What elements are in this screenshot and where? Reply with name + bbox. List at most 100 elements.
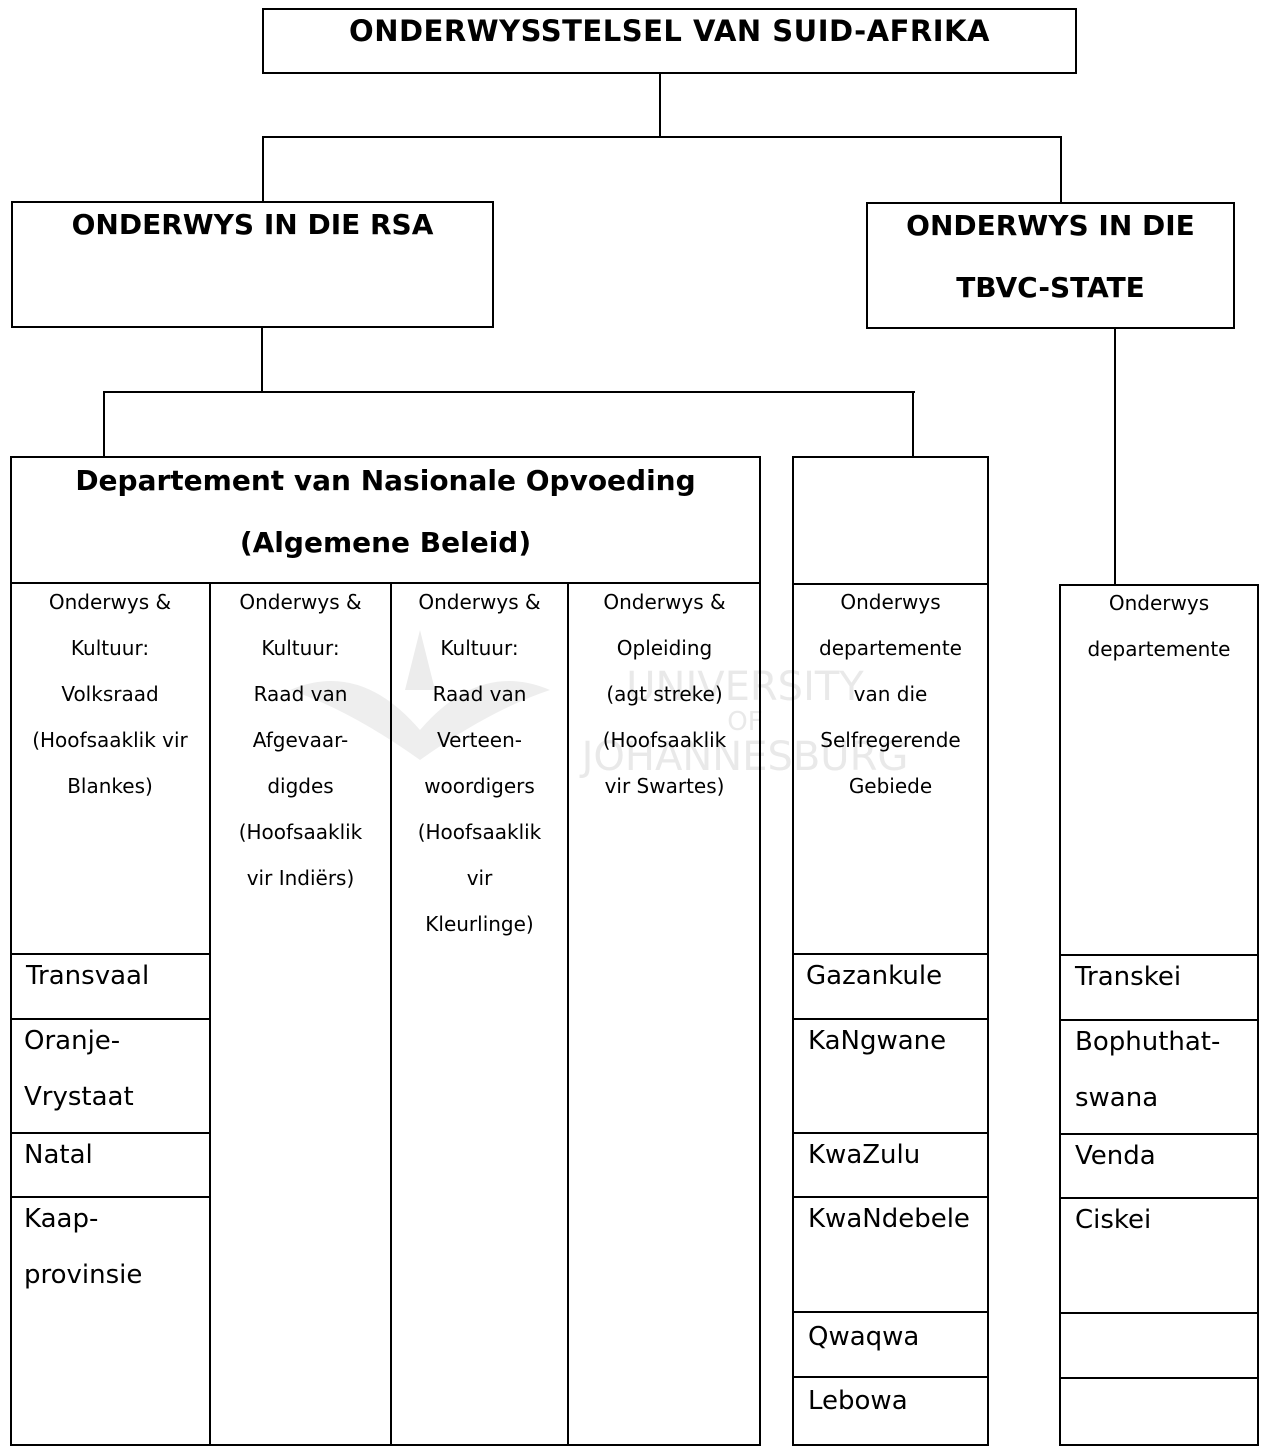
column-line: Afgevaar-: [252, 728, 349, 752]
homeland-kangwane: KaNgwane: [796, 1013, 946, 1069]
homeland-line: Gazankule: [806, 961, 943, 991]
homeland-divider: [792, 1018, 989, 1020]
tbvc-state-divider: [1059, 1312, 1259, 1314]
department-title-line-1: Departement van Nasionale Opvoeding: [75, 464, 696, 497]
column-line: Onderwys: [1108, 591, 1210, 615]
tbvc-state-divider: [1059, 954, 1259, 956]
province-divider: [10, 1196, 211, 1198]
column-volksraad: Onderwys & Kultuur: Volksraad (Hoofsaakl…: [10, 579, 210, 809]
column-line: woordigers: [424, 774, 535, 798]
column-verteenwoordigers: Onderwys & Kultuur: Raad van Verteen- wo…: [391, 579, 568, 947]
column-line: Kultuur:: [70, 636, 150, 660]
column-line: Volksraad: [61, 682, 159, 706]
province-line: Natal: [24, 1140, 93, 1170]
tbvc-state-transkei: Transkei: [1063, 949, 1181, 1005]
tbvc-state-line: Ciskei: [1075, 1205, 1152, 1235]
column-onderwys-opleiding: Onderwys & Opleiding (agt streke) (Hoofs…: [568, 579, 761, 809]
column-line: Gebiede: [848, 774, 933, 798]
column-afgevaardigdes: Onderwys & Kultuur: Raad van Afgevaar- d…: [210, 579, 391, 901]
department-header-divider: [10, 582, 761, 584]
column-line: vir Swartes): [604, 774, 725, 798]
selfgoverning-header-divider: [792, 583, 989, 585]
column-line: (agt streke): [606, 682, 723, 706]
province-oranje-vrystaat: Oranje- Vrystaat: [12, 1013, 134, 1125]
column-line: Raad van: [253, 682, 348, 706]
column-line: (Hoofsaaklik: [417, 820, 542, 844]
tbvc-state-line: Bophuthat-: [1075, 1027, 1221, 1057]
tbvc-state-venda: Venda: [1063, 1128, 1156, 1184]
column-line: Kultuur:: [261, 636, 340, 660]
tbvc-state-divider: [1059, 1133, 1259, 1135]
column-line: Kultuur:: [440, 636, 519, 660]
tbvc-state-ciskei: Ciskei: [1063, 1192, 1151, 1248]
homeland-kwazulu: KwaZulu: [796, 1127, 920, 1183]
column-tbvc-departemente: Onderwys departemente: [1059, 580, 1259, 672]
homeland-kwandebele: KwaNdebele: [796, 1191, 970, 1247]
column-divider-1: [209, 582, 211, 1446]
diagram-title: ONDERWYSSTELSEL VAN SUID-AFRIKA: [349, 14, 990, 48]
homeland-lebowa: Lebowa: [796, 1373, 908, 1429]
column-line: Verteen-: [437, 728, 522, 752]
tbvc-box: [866, 202, 1235, 329]
homeland-divider: [792, 953, 989, 955]
watermark-line-3: JOHANNESBURG: [581, 734, 909, 780]
tbvc-state-line: Venda: [1075, 1141, 1156, 1171]
column-line: Onderwys: [840, 590, 941, 614]
province-divider: [10, 1018, 211, 1020]
province-divider: [10, 1132, 211, 1134]
province-natal: Natal: [12, 1127, 93, 1183]
province-line: Transvaal: [26, 961, 150, 991]
column-line: (Hoofsaaklik: [238, 820, 363, 844]
tbvc-label-line-1: ONDERWYS IN DIE: [906, 209, 1195, 242]
column-line: vir Indiërs): [246, 866, 355, 890]
watermark-emblem-icon: [290, 630, 550, 760]
homeland-line: Lebowa: [808, 1386, 908, 1416]
rsa-label: ONDERWYS IN DIE RSA: [71, 208, 434, 241]
homeland-qwaqwa: Qwaqwa: [796, 1309, 919, 1365]
tbvc-state-divider: [1059, 1377, 1259, 1379]
homeland-line: KaNgwane: [808, 1026, 947, 1056]
connector-mid-horizontal: [103, 391, 915, 393]
homeland-line: KwaZulu: [808, 1140, 921, 1170]
connector-rsa-down: [261, 327, 263, 391]
column-line: departemente: [1087, 637, 1231, 661]
watermark: UNIVERSITY OF JOHANNESBURG: [560, 665, 930, 779]
connector-to-selfgoverning: [912, 391, 914, 457]
column-line: (Hoofsaaklik vir: [32, 728, 188, 752]
title-box: [262, 8, 1077, 74]
homeland-divider: [792, 1196, 989, 1198]
tbvc-state-line: swana: [1075, 1083, 1159, 1113]
column-line: departemente: [819, 636, 962, 660]
column-line: van die: [853, 682, 928, 706]
homeland-divider: [792, 1376, 989, 1378]
column-line: vir: [466, 866, 493, 890]
column-line: Opleiding: [616, 636, 713, 660]
connector-to-department: [103, 391, 105, 457]
column-line: (Hoofsaaklik: [602, 728, 727, 752]
connector-to-rsa: [262, 136, 264, 202]
watermark-line-1: UNIVERSITY: [626, 664, 864, 710]
column-line: Kleurlinge): [425, 912, 534, 936]
connector-title-down: [659, 73, 661, 136]
province-divider: [10, 953, 211, 955]
column-line: Selfregerende: [820, 728, 961, 752]
tbvc-state-line: Transkei: [1075, 962, 1182, 992]
connector-to-tbvc: [1060, 136, 1062, 204]
province-kaapprovinsie: Kaap- provinsie: [12, 1191, 142, 1303]
province-line: Vrystaat: [24, 1082, 134, 1112]
column-line: Onderwys &: [418, 590, 541, 614]
province-transvaal: Transvaal: [14, 948, 149, 1004]
department-title-line-2: (Algemene Beleid): [239, 526, 532, 559]
column-line: Onderwys &: [603, 590, 726, 614]
column-line: Raad van: [432, 682, 527, 706]
homeland-line: Qwaqwa: [808, 1322, 920, 1352]
column-line: digdes: [267, 774, 334, 798]
column-line: Blankes): [67, 774, 153, 798]
connector-top-horizontal: [262, 136, 1062, 138]
province-line: Kaap-: [24, 1204, 99, 1234]
connector-tbvc-down: [1114, 328, 1116, 585]
rsa-box: [11, 201, 494, 328]
tbvc-state-bophuthatswana: Bophuthat- swana: [1063, 1014, 1220, 1126]
column-selfregerende: Onderwys departemente van die Selfregere…: [792, 579, 989, 809]
column-line: Onderwys &: [48, 590, 172, 614]
